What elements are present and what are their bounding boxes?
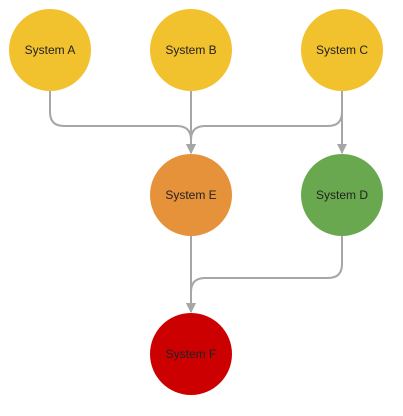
node-system-b[interactable]: System B (150, 9, 232, 91)
node-system-d-label: System D (316, 188, 368, 202)
node-system-f-label: System F (166, 347, 217, 361)
edge-a-to-e (49, 91, 196, 154)
node-system-b-circle (150, 9, 232, 91)
node-system-c-label: System C (316, 43, 368, 57)
edge-c-to-e (186, 91, 343, 154)
node-system-e[interactable]: System E (150, 154, 232, 236)
node-system-c[interactable]: System C (301, 9, 383, 91)
node-system-f[interactable]: System F (150, 313, 232, 395)
edge-d-to-f (186, 236, 343, 313)
node-system-e-circle (150, 154, 232, 236)
node-system-d-circle (301, 154, 383, 236)
node-system-a[interactable]: System A (9, 9, 91, 91)
edges (49, 91, 347, 313)
node-system-a-label: System A (25, 43, 76, 57)
node-system-e-label: System E (165, 188, 216, 202)
node-system-c-circle (301, 9, 383, 91)
nodes: System A System B System C System E Syst… (9, 9, 383, 395)
node-system-d[interactable]: System D (301, 154, 383, 236)
node-system-f-circle (150, 313, 232, 395)
node-system-a-circle (9, 9, 91, 91)
node-system-b-label: System B (165, 43, 216, 57)
